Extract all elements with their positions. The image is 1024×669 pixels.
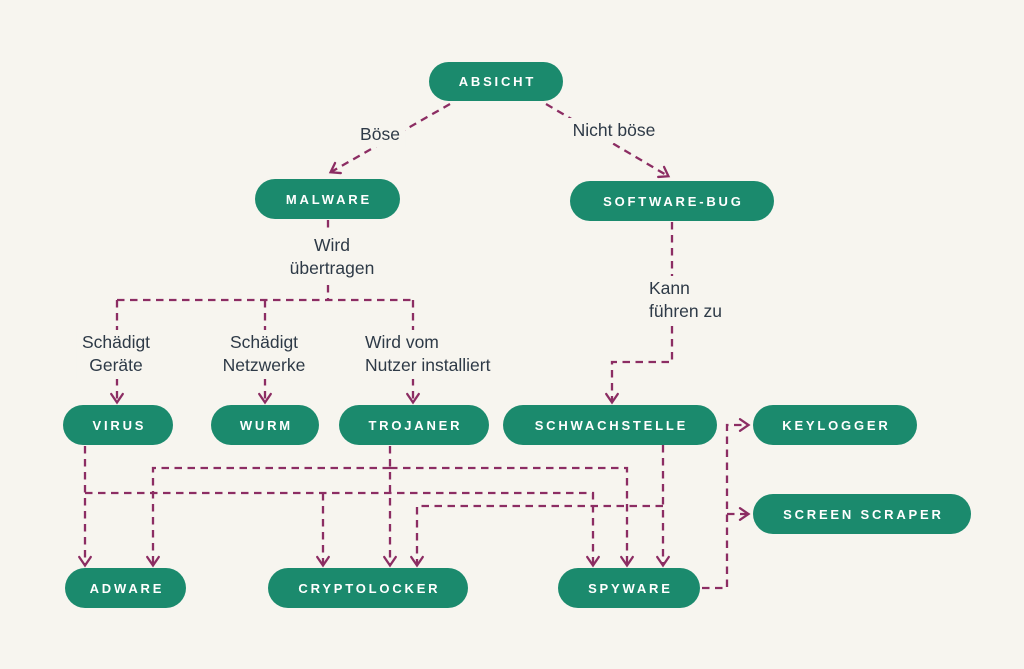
node-adware: ADWARE bbox=[65, 568, 186, 608]
edge-trojaner-adware bbox=[146, 466, 390, 568]
edge-label-schaedigt-netzwerke: Schädigt Netzwerke bbox=[217, 330, 311, 379]
node-malware: MALWARE bbox=[255, 179, 400, 219]
edge-trojaner-spyware bbox=[390, 466, 634, 568]
edge-schwachstelle-cryptolocker bbox=[410, 504, 663, 568]
edge-label-boese: Böse bbox=[355, 122, 405, 148]
edge-virus-spyware bbox=[85, 491, 600, 568]
node-trojaner: TROJANER bbox=[339, 405, 489, 445]
edge-label-wird-uebertragen: Wird übertragen bbox=[284, 233, 380, 282]
node-software-bug: SOFTWARE-BUG bbox=[570, 181, 774, 221]
edge-label-wird-vom-nutzer: Wird vom Nutzer installiert bbox=[360, 330, 496, 379]
node-keylogger: KEYLOGGER bbox=[753, 405, 917, 445]
node-schwachstelle: SCHWACHSTELLE bbox=[503, 405, 717, 445]
edge-label-kann-fuehren-zu: Kann führen zu bbox=[644, 276, 727, 325]
node-virus: VIRUS bbox=[63, 405, 173, 445]
node-wurm: WURM bbox=[211, 405, 319, 445]
node-absicht: ABSICHT bbox=[429, 62, 563, 101]
edge-label-schaedigt-geraete: Schädigt Geräte bbox=[76, 330, 156, 379]
node-spyware: SPYWARE bbox=[558, 568, 700, 608]
edge-label-nicht-boese: Nicht böse bbox=[567, 118, 661, 144]
node-cryptolocker: CRYPTOLOCKER bbox=[268, 568, 468, 608]
node-screen-scraper: SCREEN SCRAPER bbox=[753, 494, 971, 534]
edge-spyware-keylogger bbox=[702, 418, 751, 590]
